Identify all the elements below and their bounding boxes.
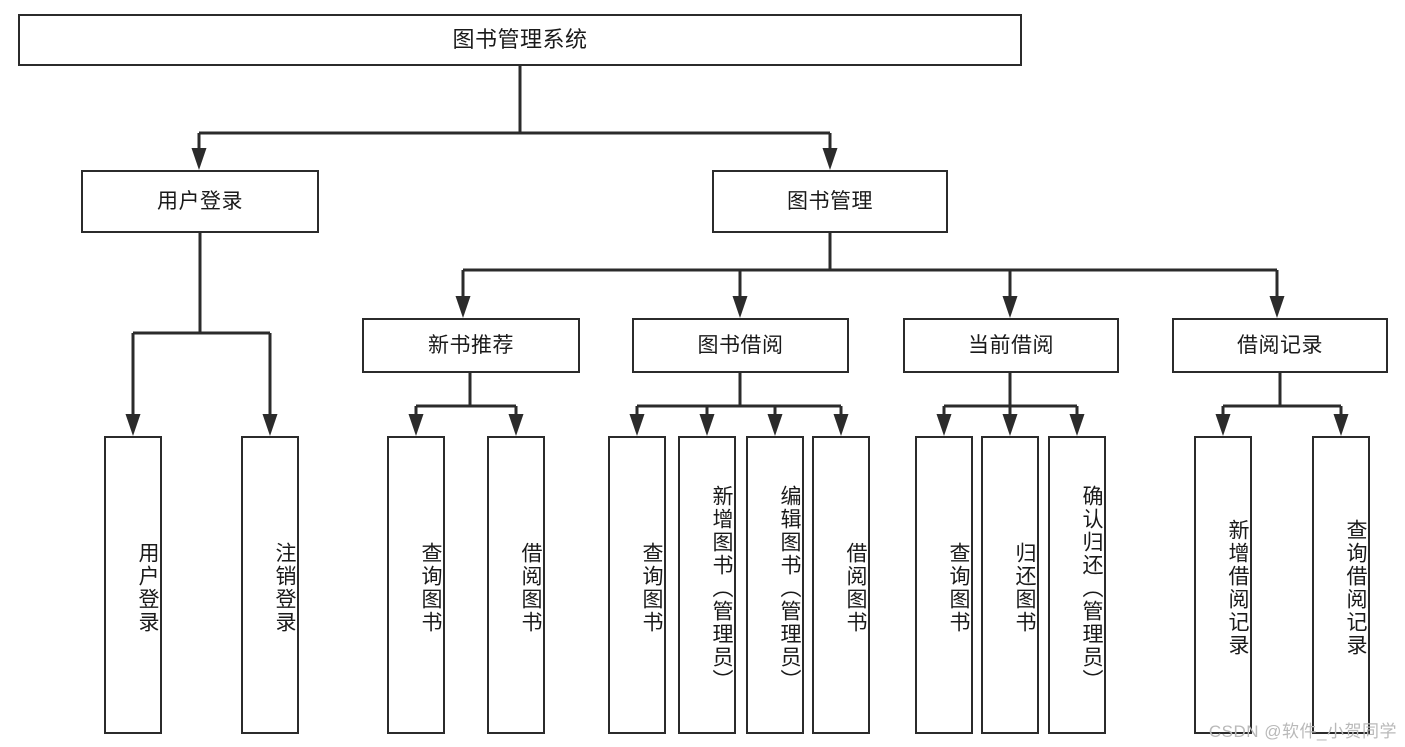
node-label: 用户登录 [157, 189, 243, 213]
node-label: 图书管理 [787, 189, 873, 213]
node-leaf-9[interactable]: 查询图书 [915, 436, 973, 734]
arrowhead-17 [1215, 414, 1231, 436]
node-label: 图书管理系统 [452, 26, 588, 52]
arrowhead-12 [767, 414, 783, 436]
node-leaf-10[interactable]: 归还图书 [981, 436, 1039, 734]
arrowhead-18 [1333, 414, 1349, 436]
node-leaf-1[interactable]: 用户登录 [104, 436, 162, 734]
node-label: 新书推荐 [428, 333, 514, 357]
node-l2-login[interactable]: 用户登录 [81, 170, 319, 233]
watermark-text: CSDN @软件_小贺同学 [1208, 722, 1397, 741]
node-leaf-7[interactable]: 编辑图书（管理员） [746, 436, 804, 734]
node-label: 图书借阅 [697, 333, 784, 357]
arrowhead-10 [629, 414, 645, 436]
node-label: 借阅图书 [844, 542, 867, 634]
arrowhead-3 [262, 414, 278, 436]
node-label: 新增借阅记录 [1226, 519, 1249, 657]
arrowhead-9 [508, 414, 524, 436]
arrowhead-16 [1069, 414, 1085, 436]
node-leaf-2[interactable]: 注销登录 [241, 436, 299, 734]
node-leaf-4[interactable]: 借阅图书 [487, 436, 545, 734]
node-label: 归还图书 [1013, 542, 1036, 634]
node-leaf-13[interactable]: 查询借阅记录 [1312, 436, 1370, 734]
arrowhead-15 [1002, 414, 1018, 436]
arrowhead-5 [732, 296, 748, 318]
node-label: 查询图书 [640, 542, 663, 634]
node-leaf-6[interactable]: 新增图书（管理员） [678, 436, 736, 734]
node-leaf-5[interactable]: 查询图书 [608, 436, 666, 734]
arrowhead-2 [125, 414, 141, 436]
node-label: 查询借阅记录 [1344, 519, 1367, 657]
node-label: 借阅记录 [1237, 333, 1323, 357]
node-root[interactable]: 图书管理系统 [18, 14, 1022, 66]
node-label: 借阅图书 [519, 542, 542, 634]
node-leaf-8[interactable]: 借阅图书 [812, 436, 870, 734]
node-label: 用户登录 [136, 542, 159, 634]
node-leaf-11[interactable]: 确认归还（管理员） [1048, 436, 1106, 734]
arrowhead-11 [699, 414, 715, 436]
node-l3-newrec[interactable]: 新书推荐 [362, 318, 580, 373]
node-leaf-3[interactable]: 查询图书 [387, 436, 445, 734]
arrowhead-13 [833, 414, 849, 436]
node-l3-record[interactable]: 借阅记录 [1172, 318, 1388, 373]
arrowhead-4 [455, 296, 471, 318]
node-label: 注销登录 [273, 542, 296, 634]
node-l3-borrow[interactable]: 图书借阅 [632, 318, 849, 373]
node-label: 编辑图书（管理员） [778, 484, 801, 692]
node-l3-current[interactable]: 当前借阅 [903, 318, 1119, 373]
node-label: 查询图书 [947, 542, 970, 634]
node-leaf-12[interactable]: 新增借阅记录 [1194, 436, 1252, 734]
node-label: 新增图书（管理员） [710, 484, 733, 692]
arrowhead-1 [822, 148, 838, 170]
node-label: 当前借阅 [968, 333, 1054, 357]
arrowhead-6 [1002, 296, 1018, 318]
node-label: 确认归还（管理员） [1080, 484, 1103, 692]
arrowhead-7 [1269, 296, 1285, 318]
node-label: 查询图书 [419, 542, 442, 634]
arrowhead-14 [936, 414, 952, 436]
arrowhead-8 [408, 414, 424, 436]
arrowhead-0 [191, 148, 207, 170]
node-l2-book[interactable]: 图书管理 [712, 170, 948, 233]
